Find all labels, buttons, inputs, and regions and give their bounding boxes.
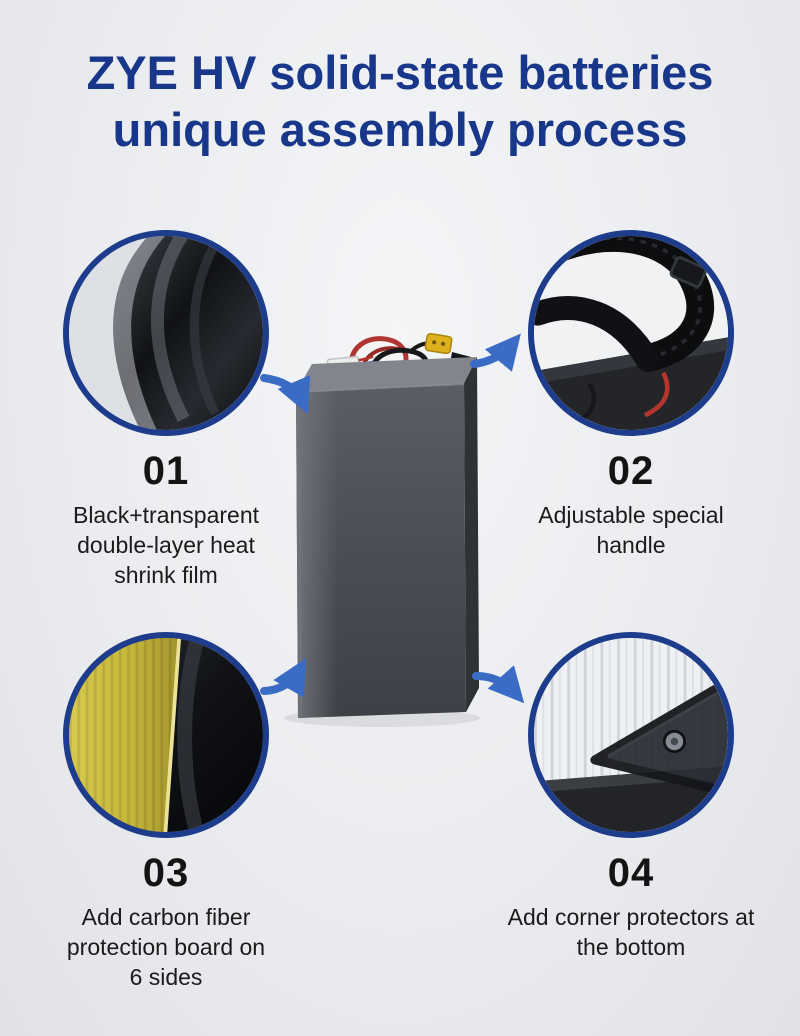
step-number: 04 — [607, 851, 655, 895]
step-caption: Adjustable special handle — [538, 502, 724, 558]
page-title-line1: ZYE HV solid-state batteries — [86, 46, 714, 99]
adjustable-handle-illustration — [534, 236, 728, 430]
step-adjustable-handle: 02 Adjustable special handle — [501, 230, 761, 561]
strap-end-icon — [447, 352, 471, 388]
adjustable-handle-photo — [528, 230, 734, 436]
carbon-fiber-board-illustration — [69, 638, 263, 832]
yellow-connector-icon — [424, 332, 453, 355]
step-corner-protectors: 04 Add corner protectors at the bottom — [501, 632, 761, 963]
step-caption: Add corner protectors at the bottom — [507, 904, 755, 960]
step-number: 01 — [142, 449, 190, 493]
page-title: ZYE HV solid-state batteries unique asse… — [0, 44, 800, 159]
corner-protector-illustration — [534, 638, 728, 832]
step-number: 03 — [142, 851, 190, 895]
heat-shrink-film-photo — [63, 230, 269, 436]
step-heat-shrink-film: 01 Black+transparent double-layer heat s… — [36, 230, 296, 591]
heat-shrink-film-illustration — [69, 236, 263, 430]
white-connector-icon — [326, 355, 375, 377]
corner-protector-photo — [528, 632, 734, 838]
page-title-line2: unique assembly process — [112, 103, 688, 157]
step-caption: Black+transparent double-layer heat shri… — [72, 502, 260, 588]
battery-pack-illustration — [284, 332, 480, 727]
step-carbon-fiber-board: 03 Add carbon fiber protection board on … — [36, 632, 296, 993]
carbon-fiber-board-photo — [63, 632, 269, 838]
step-number: 02 — [607, 449, 655, 493]
step-caption: Add carbon fiber protection board on 6 s… — [66, 904, 266, 990]
wiring-harness-icon — [326, 332, 471, 388]
